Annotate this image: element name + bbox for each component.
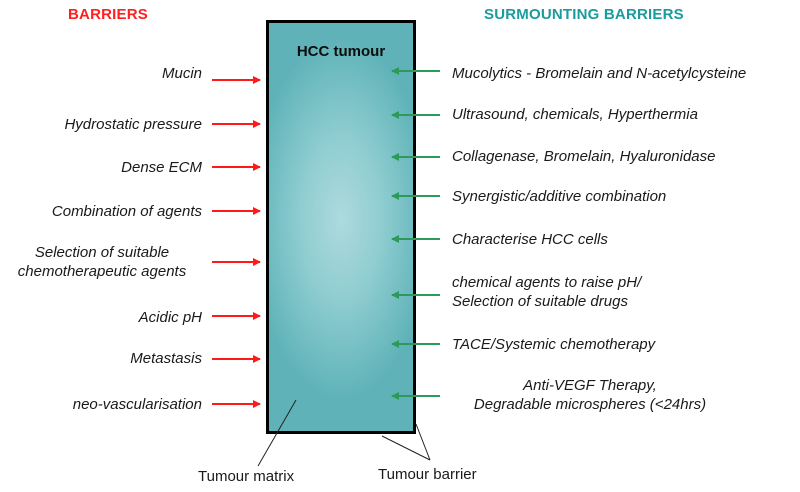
barrier-label-acidic: Acidic pH <box>138 309 202 326</box>
solution-label-chemical-agents: chemical agents to raise pH/ Selection o… <box>452 274 642 310</box>
tumour-title: HCC tumour <box>296 43 386 60</box>
solution-label-tace: TACE/Systemic chemotherapy <box>452 336 656 353</box>
barriers-heading: BARRIERS <box>68 6 148 23</box>
solution-label-mucolytics: Mucolytics - Bromelain and N-acetylcyste… <box>452 65 747 82</box>
solution-label-anti-vegf: Anti-VEGF Therapy, Degradable microspher… <box>473 377 707 413</box>
solution-label-collagenase: Collagenase, Bromelain, Hyaluronidase <box>452 148 716 165</box>
barrier-label-metastasis: Metastasis <box>130 350 202 367</box>
barrier-label-hydrostatic: Hydrostatic pressure <box>64 116 202 133</box>
tumour-barrier-label: Tumour barrier <box>378 466 477 483</box>
tumour-matrix-label: Tumour matrix <box>198 468 295 485</box>
barrier-label-selection: Selection of suitable chemotherapeutic a… <box>17 244 187 280</box>
tumour-matrix-pointer <box>257 399 297 467</box>
solution-label-ultrasound: Ultrasound, chemicals, Hyperthermia <box>452 106 698 123</box>
surmounting-barriers-heading: SURMOUNTING BARRIERS <box>484 6 684 23</box>
tumour-barrier-pointer-a <box>381 435 431 461</box>
barrier-label-combination: Combination of agents <box>51 203 202 220</box>
barrier-label-ecm: Dense ECM <box>121 159 202 176</box>
barrier-label-mucin: Mucin <box>161 65 202 82</box>
hcc-tumour-box: HCC tumour <box>266 20 416 434</box>
tumour-barrier-pointer-b <box>415 423 431 461</box>
solution-label-synergistic: Synergistic/additive combination <box>452 188 667 205</box>
barrier-label-neovascularisation: neo-vascularisation <box>72 396 202 413</box>
solution-label-characterise: Characterise HCC cells <box>452 231 608 248</box>
